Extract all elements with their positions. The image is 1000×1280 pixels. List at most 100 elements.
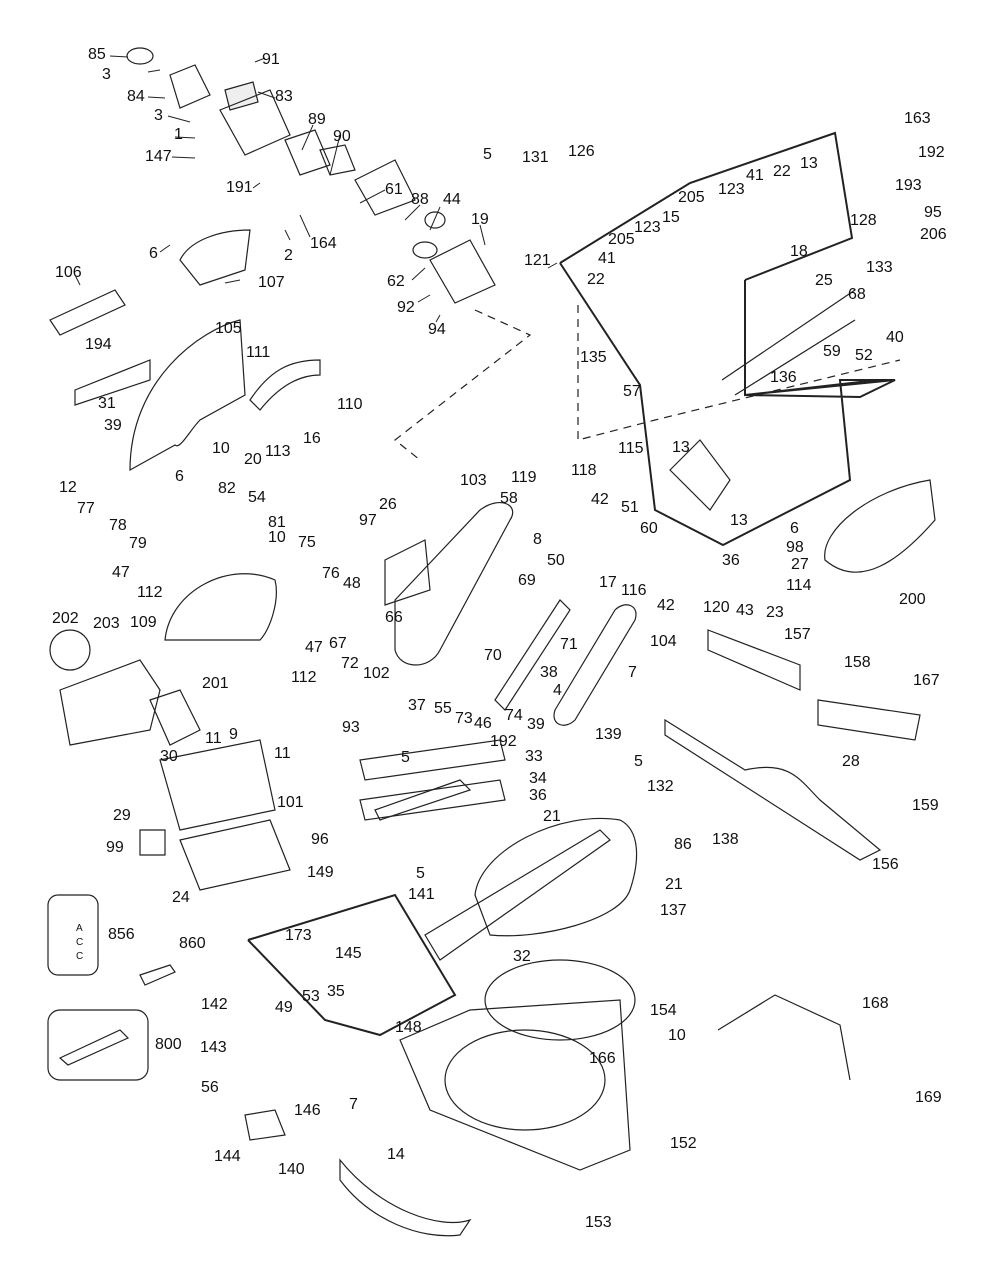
part-label: 7 bbox=[349, 1096, 358, 1113]
part-label: 42 bbox=[591, 491, 609, 508]
handle-assembly bbox=[139, 739, 506, 891]
part-label: 3 bbox=[154, 107, 163, 124]
part-label: 31 bbox=[98, 395, 116, 412]
part-label: 23 bbox=[766, 604, 784, 621]
part-label: 76 bbox=[322, 565, 340, 582]
part-label: 44 bbox=[443, 191, 461, 208]
part-label: 137 bbox=[660, 902, 687, 919]
part-label: 14 bbox=[387, 1146, 405, 1163]
part-label: 116 bbox=[621, 582, 647, 599]
part-label: 38 bbox=[540, 664, 558, 681]
part-label: 54 bbox=[248, 489, 266, 506]
part-label: 18 bbox=[790, 243, 808, 260]
part-label: 202 bbox=[52, 610, 79, 627]
part-label: 118 bbox=[571, 462, 597, 479]
part-label: 10 bbox=[268, 529, 286, 546]
part-label: 153 bbox=[585, 1214, 612, 1231]
part-label: 166 bbox=[589, 1050, 616, 1067]
part-label: 135 bbox=[580, 349, 607, 366]
group-outlines bbox=[247, 131, 896, 1037]
part-label: 73 bbox=[455, 710, 473, 727]
part-label: 104 bbox=[650, 633, 677, 650]
part-label: 27 bbox=[791, 556, 809, 573]
part-label: 154 bbox=[650, 1002, 677, 1019]
part-label: 40 bbox=[886, 329, 904, 346]
part-label: 57 bbox=[623, 383, 641, 400]
part-label: 205 bbox=[678, 189, 705, 206]
part-label: 102 bbox=[363, 665, 390, 682]
part-label: 20 bbox=[244, 451, 262, 468]
part-label: 157 bbox=[784, 626, 811, 643]
part-label: 26 bbox=[379, 496, 397, 513]
part-label: 152 bbox=[670, 1135, 697, 1152]
part-label: 47 bbox=[112, 564, 130, 581]
part-label: 159 bbox=[912, 797, 939, 814]
part-label: 167 bbox=[913, 672, 940, 689]
part-label: 61 bbox=[385, 181, 403, 198]
part-label: 33 bbox=[525, 748, 543, 765]
part-label: 143 bbox=[200, 1039, 227, 1056]
part-label: 110 bbox=[337, 396, 363, 413]
part-label: 860 bbox=[179, 935, 206, 952]
base-assembly bbox=[339, 779, 851, 1237]
acc-label-c1: C bbox=[76, 937, 84, 948]
part-label: 115 bbox=[618, 440, 644, 457]
acc-label-a: A bbox=[76, 923, 83, 934]
part-label: 21 bbox=[665, 876, 683, 893]
part-label: 11 bbox=[205, 730, 222, 747]
part-label: 50 bbox=[547, 552, 565, 569]
part-label: 39 bbox=[527, 716, 545, 733]
part-label: 191 bbox=[226, 179, 253, 196]
part-label: 53 bbox=[302, 988, 320, 1005]
part-label: 10 bbox=[212, 440, 230, 457]
part-label: 106 bbox=[55, 264, 82, 281]
part-label: 206 bbox=[920, 226, 947, 243]
part-label: 192 bbox=[490, 733, 517, 750]
part-label: 62 bbox=[387, 273, 405, 290]
part-label: 8 bbox=[533, 531, 542, 548]
part-label: 79 bbox=[129, 535, 147, 552]
part-label: 6 bbox=[149, 245, 158, 262]
part-label: 144 bbox=[214, 1148, 241, 1165]
part-label: 55 bbox=[434, 700, 452, 717]
part-label: 78 bbox=[109, 517, 127, 534]
part-label: 169 bbox=[915, 1089, 942, 1106]
part-label: 113 bbox=[265, 443, 291, 460]
acc-box-856 bbox=[47, 894, 99, 976]
part-label: 22 bbox=[773, 163, 791, 180]
part-label: 128 bbox=[850, 212, 877, 229]
part-label: 4 bbox=[553, 682, 562, 699]
part-label: 105 bbox=[215, 320, 242, 337]
part-label: 3 bbox=[102, 66, 111, 83]
part-label: 97 bbox=[359, 512, 377, 529]
part-label: 19 bbox=[471, 211, 489, 228]
part-label: 109 bbox=[130, 614, 157, 631]
part-label: 88 bbox=[411, 191, 429, 208]
part-label: 164 bbox=[310, 235, 337, 252]
part-label: 66 bbox=[385, 609, 403, 626]
part-label: 200 bbox=[899, 591, 926, 608]
part-label: 24 bbox=[172, 889, 190, 906]
dashed-lines bbox=[394, 305, 901, 461]
part-label: 30 bbox=[160, 748, 178, 765]
part-label: 92 bbox=[397, 299, 415, 316]
part-label: 35 bbox=[327, 983, 345, 1000]
part-label: 138 bbox=[712, 831, 739, 848]
part-label: 36 bbox=[529, 787, 547, 804]
part-label: 99 bbox=[106, 839, 124, 856]
part-label: 192 bbox=[918, 144, 945, 161]
part-label: 140 bbox=[278, 1161, 305, 1178]
part-label: 81 bbox=[268, 514, 286, 531]
part-label: 131 bbox=[522, 149, 549, 166]
part-label: 60 bbox=[640, 520, 658, 537]
part-label: 15 bbox=[662, 209, 680, 226]
part-label: 126 bbox=[568, 143, 595, 160]
part-label: 77 bbox=[77, 500, 95, 517]
part-label: 39 bbox=[104, 417, 122, 434]
part-label: 194 bbox=[85, 336, 112, 353]
part-label: 112 bbox=[291, 669, 317, 686]
part-label: 13 bbox=[800, 155, 818, 172]
part-label: 42 bbox=[657, 597, 675, 614]
part-label: 1 bbox=[174, 126, 183, 143]
